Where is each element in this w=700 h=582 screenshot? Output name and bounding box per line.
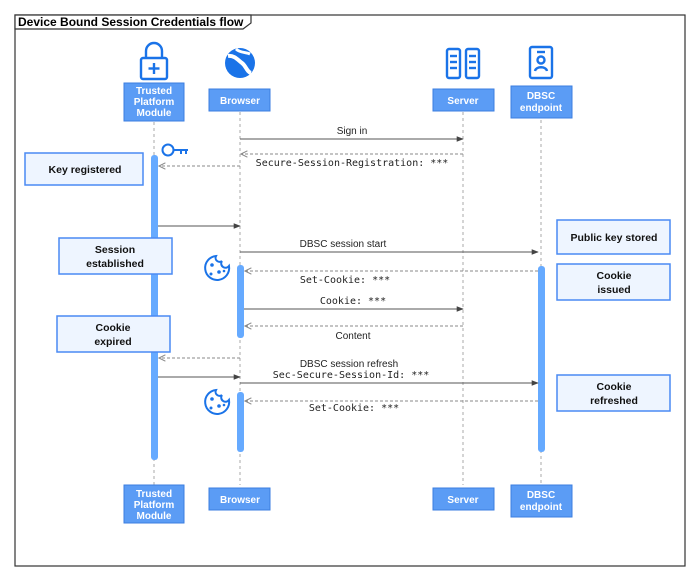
participant-browser-bottom: Browser bbox=[208, 487, 271, 511]
note-key-registered: Key registered bbox=[24, 152, 144, 186]
note-public-key-stored: Public key stored bbox=[556, 219, 671, 255]
msg-set-cookie-2-label: Set-Cookie: *** bbox=[309, 403, 399, 414]
participant-tpm-line: Module bbox=[137, 511, 172, 522]
msg-cookie-label: Cookie: *** bbox=[320, 296, 386, 307]
participant-tpm-line: Platform bbox=[134, 97, 175, 108]
participant-tpm-top: Trusted Platform Module bbox=[123, 82, 185, 122]
msg-session-id-label: Sec-Secure-Session-Id: *** bbox=[273, 370, 430, 381]
participant-tpm-line: Platform bbox=[134, 500, 175, 511]
activation-browser-2 bbox=[237, 392, 244, 452]
participant-dbsc-line: endpoint bbox=[520, 502, 563, 513]
participant-browser-top: Browser bbox=[208, 88, 271, 112]
svg-text:Key registered: Key registered bbox=[49, 164, 122, 176]
activation-browser-1 bbox=[237, 265, 244, 338]
activation-dbsc bbox=[538, 266, 545, 452]
key-icon bbox=[161, 143, 188, 157]
msg-dbsc-start-label: DBSC session start bbox=[300, 239, 387, 250]
note-cookie-refreshed: Cookie refreshed bbox=[556, 374, 671, 412]
participant-server-label: Server bbox=[447, 495, 478, 506]
activation-tpm bbox=[151, 155, 158, 460]
svg-text:Cookie: Cookie bbox=[596, 381, 631, 393]
svg-text:refreshed: refreshed bbox=[590, 395, 638, 407]
badge-icon bbox=[528, 45, 554, 80]
participant-dbsc-line: endpoint bbox=[520, 103, 563, 114]
msg-dbsc-refresh-label: DBSC session refresh bbox=[300, 359, 398, 370]
svg-text:Session: Session bbox=[95, 244, 135, 256]
participant-dbsc-line: DBSC bbox=[527, 91, 555, 102]
msg-content-label: Content bbox=[335, 331, 370, 342]
msg-set-cookie-1-label: Set-Cookie: *** bbox=[300, 275, 390, 286]
participant-tpm-line: Trusted bbox=[136, 86, 172, 97]
frame-title-tab bbox=[14, 14, 252, 30]
cookie-icon bbox=[204, 254, 231, 281]
participant-tpm-line: Trusted bbox=[136, 489, 172, 500]
svg-text:Public key stored: Public key stored bbox=[571, 232, 658, 244]
frame-title: Device Bound Session Credentials flow bbox=[18, 15, 244, 29]
globe-icon bbox=[225, 47, 255, 78]
participant-browser-label: Browser bbox=[220, 96, 260, 107]
participant-server-top: Server bbox=[432, 88, 495, 112]
msg-sign-in-label: Sign in bbox=[337, 126, 368, 137]
diagram-frame bbox=[14, 14, 686, 567]
participant-tpm-line: Module bbox=[137, 108, 172, 119]
msg-registration-label: Secure-Session-Registration: *** bbox=[256, 158, 449, 169]
note-session-established: Session established bbox=[58, 237, 173, 275]
participant-server-bottom: Server bbox=[432, 487, 495, 511]
participant-server-label: Server bbox=[447, 96, 478, 107]
participant-tpm-bottom: Trusted Platform Module bbox=[123, 484, 185, 524]
participant-dbsc-line: DBSC bbox=[527, 490, 555, 501]
participant-browser-label: Browser bbox=[220, 495, 260, 506]
note-cookie-expired: Cookie expired bbox=[56, 315, 171, 353]
participant-dbsc-top: DBSC endpoint bbox=[510, 85, 573, 119]
participant-dbsc-bottom: DBSC endpoint bbox=[510, 484, 573, 518]
server-icon bbox=[445, 47, 481, 80]
svg-text:established: established bbox=[86, 258, 144, 270]
cookie-icon bbox=[204, 388, 231, 415]
svg-text:Cookie: Cookie bbox=[596, 270, 631, 282]
svg-text:expired: expired bbox=[94, 336, 131, 348]
svg-text:Cookie: Cookie bbox=[95, 322, 130, 334]
note-cookie-issued: Cookie issued bbox=[556, 263, 671, 301]
lock-icon bbox=[139, 41, 169, 81]
svg-text:issued: issued bbox=[597, 284, 630, 296]
